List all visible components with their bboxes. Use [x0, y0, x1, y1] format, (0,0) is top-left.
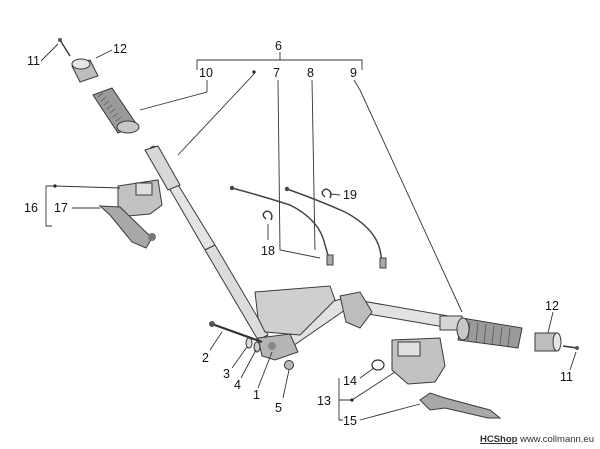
label-7: 7 [273, 66, 280, 80]
label-10: 10 [199, 66, 213, 80]
label-16: 16 [24, 201, 38, 215]
callout-labels: 6 10 7 8 9 11 12 16 17 18 19 2 3 4 1 5 1… [24, 39, 573, 428]
label-5: 5 [275, 401, 282, 415]
right-grip [456, 317, 523, 349]
leader-lines [40, 43, 577, 421]
stem-spacer [253, 341, 261, 353]
label-14: 14 [343, 374, 357, 388]
stem-washer [245, 337, 253, 349]
label-12-right: 12 [545, 299, 559, 313]
label-11-right: 11 [560, 370, 573, 384]
label-1: 1 [253, 388, 260, 402]
label-19: 19 [343, 188, 357, 202]
right-master-cylinder [371, 337, 446, 385]
label-9: 9 [350, 66, 357, 80]
right-end-screw [562, 345, 579, 350]
stem-nut [284, 360, 294, 370]
left-grip [92, 87, 140, 134]
label-4: 4 [234, 378, 241, 392]
cable-clip-19 [321, 188, 332, 199]
site-footer: HCShop www.collmann.eu [480, 434, 594, 445]
throttle-housing [339, 291, 373, 329]
footer-brand: HCShop [479, 434, 518, 445]
label-8: 8 [307, 66, 314, 80]
left-end-screw [58, 38, 71, 57]
handlebar-stem [254, 285, 336, 361]
right-grip-end-weight [534, 332, 562, 352]
stem-bolt [209, 321, 263, 344]
left-grip-end-weight [71, 58, 99, 83]
label-12-left: 12 [113, 42, 127, 56]
label-15: 15 [343, 414, 357, 428]
label-11-left: 11 [27, 54, 40, 68]
label-13: 13 [317, 394, 331, 408]
label-18: 18 [261, 244, 275, 258]
footer-url: www.collmann.eu [520, 434, 594, 445]
throttle-cable [229, 185, 334, 266]
label-6: 6 [275, 39, 282, 53]
label-3: 3 [223, 367, 230, 381]
right-brake-lever [419, 392, 502, 419]
label-2: 2 [202, 351, 209, 365]
choke-cable [284, 186, 387, 269]
left-master-cylinder [98, 179, 163, 249]
cable-clip-18 [262, 210, 273, 221]
left-tube-end [144, 145, 181, 191]
label-17: 17 [54, 201, 68, 215]
